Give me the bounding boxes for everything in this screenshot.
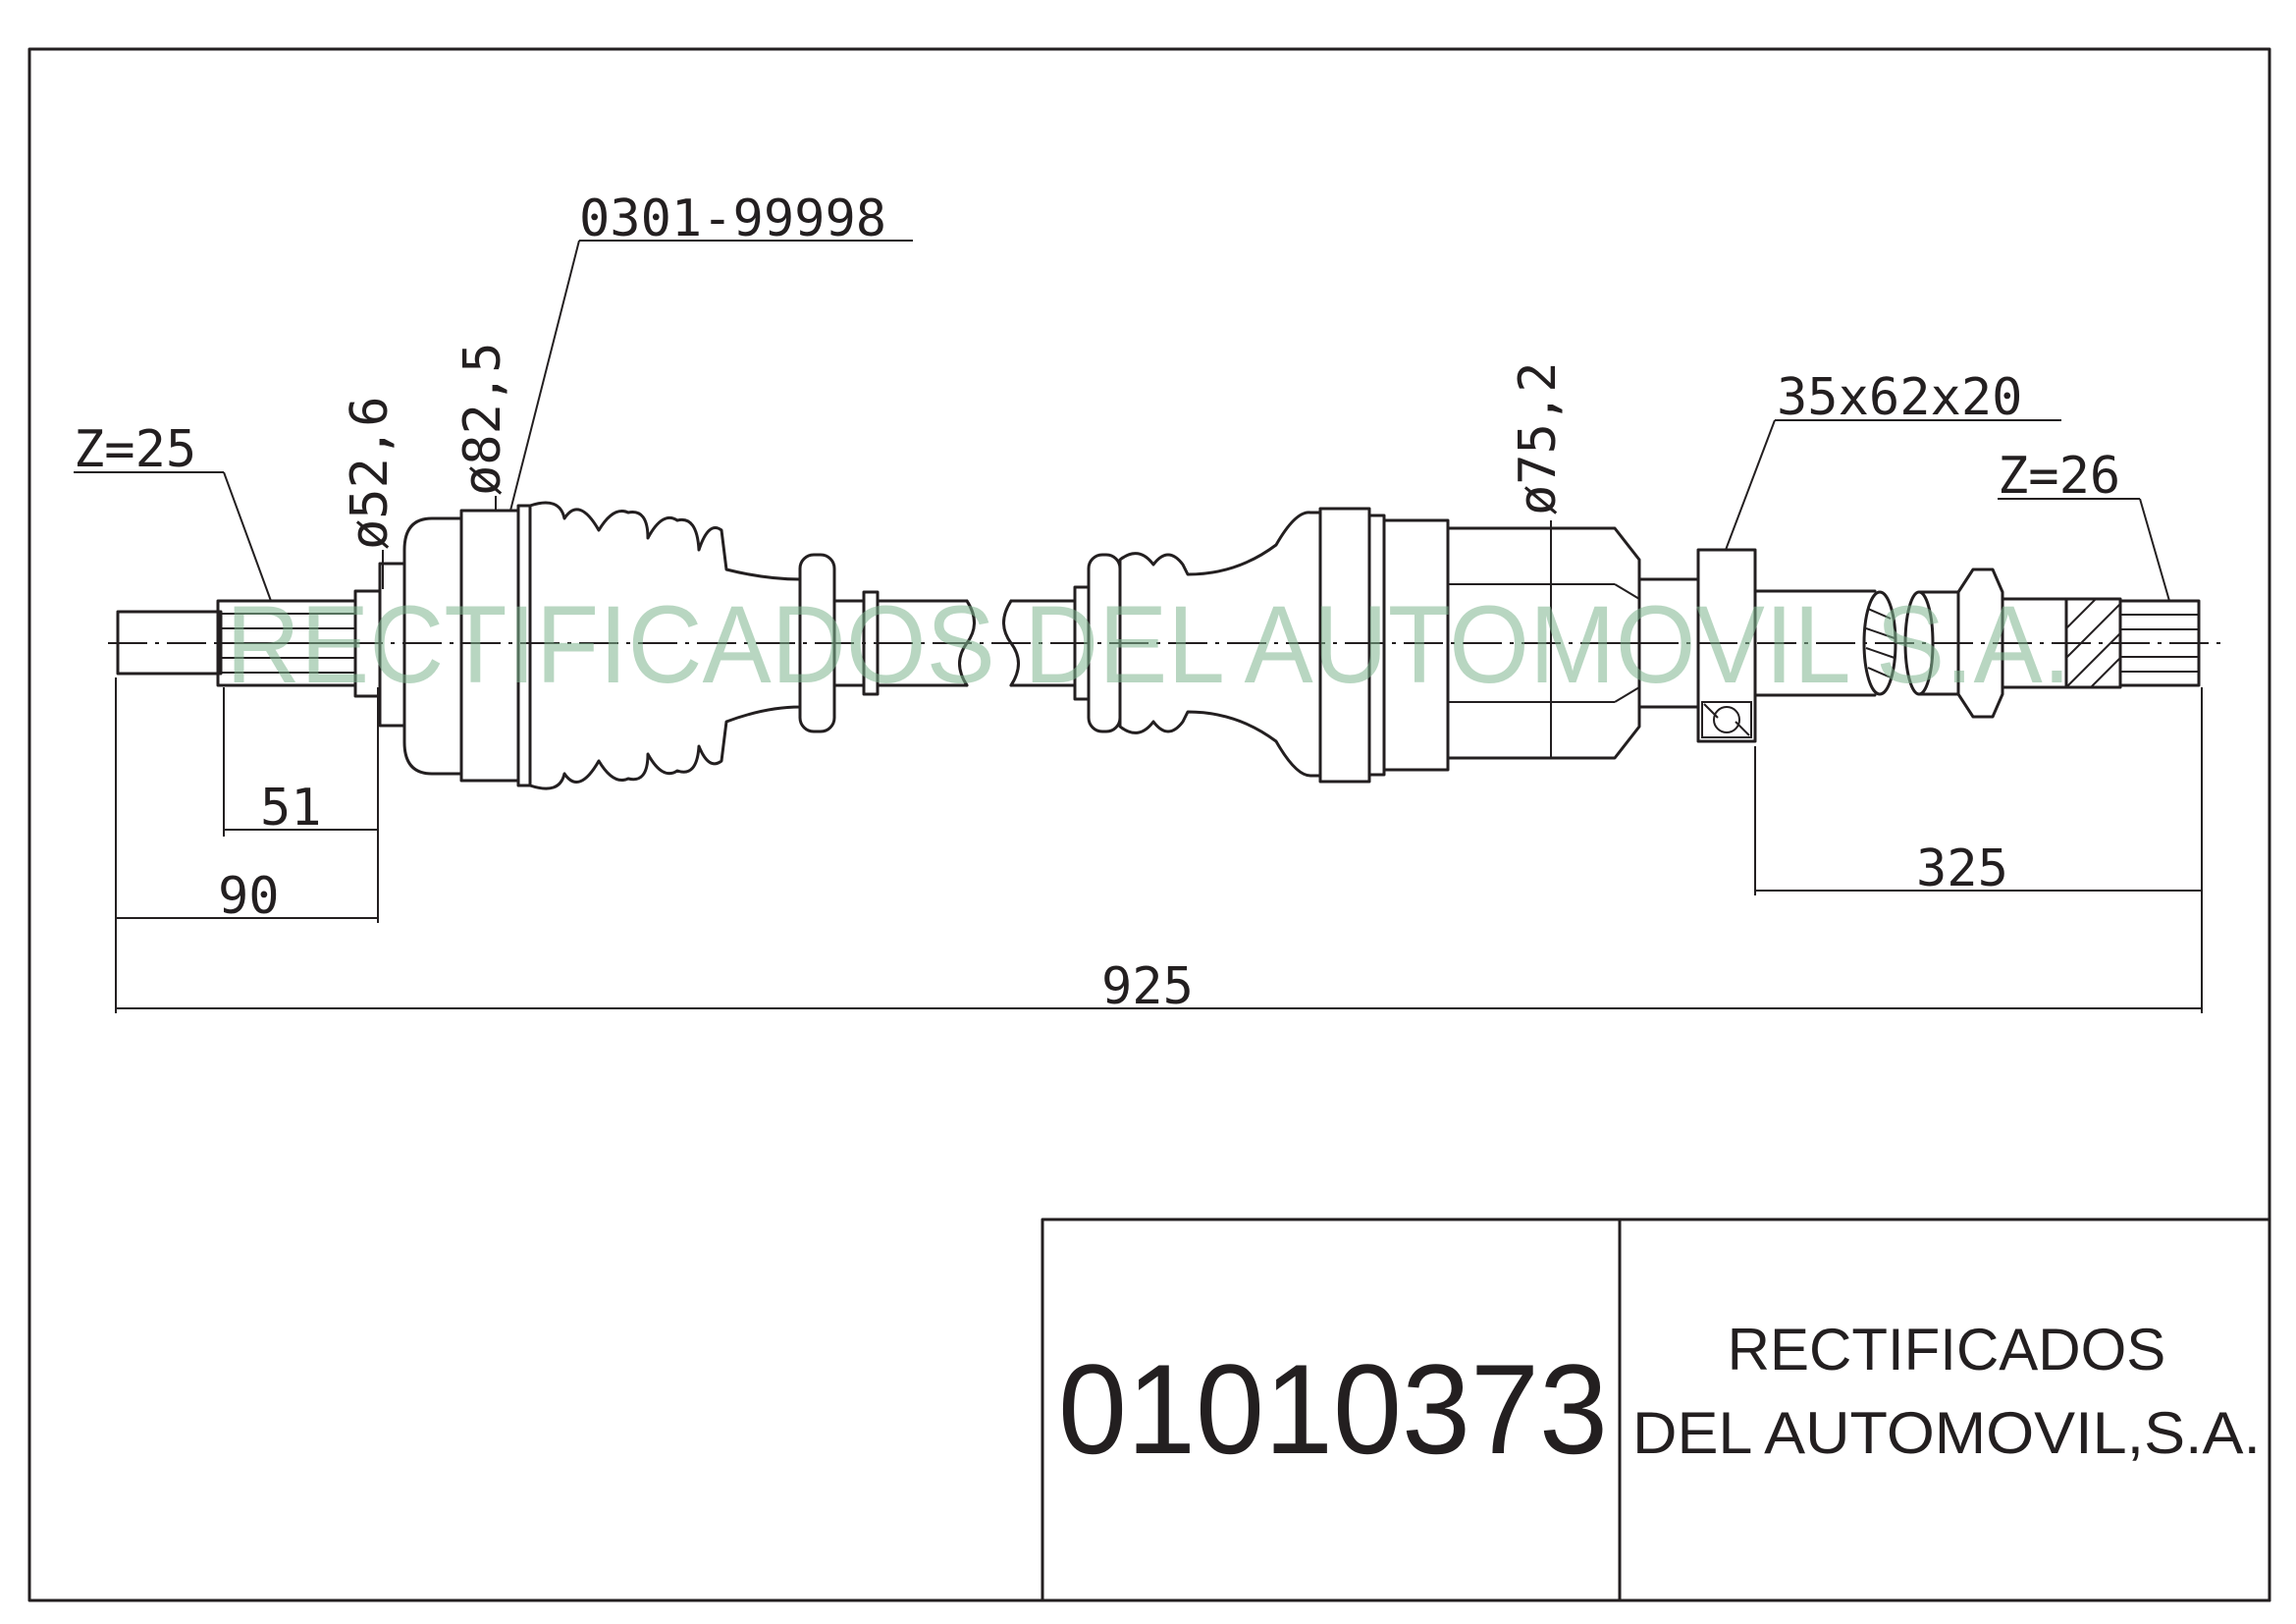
label-dia-large: ø82,5 (454, 342, 512, 496)
title-block (1041, 1218, 2271, 1602)
company-line-2: DEL AUTOMOVIL,S.A. (1632, 1400, 2261, 1466)
annotation-leaders (74, 240, 2170, 758)
company-line-1: RECTIFICADOS (1728, 1317, 2166, 1382)
part-number: 01010373 (1058, 1337, 1608, 1481)
label-dia-small: ø52,6 (341, 396, 400, 550)
outer-cv-joint (116, 501, 976, 790)
label-spline-left: Z=25 (74, 420, 196, 479)
dim-925: 925 (1101, 957, 1194, 1016)
label-part-ref: 0301-99998 (579, 189, 886, 248)
watermark: RECTIFICADOS DEL AUTOMOVIL S.A. (226, 583, 2071, 706)
inner-tripod-joint (1002, 507, 2201, 784)
dim-51: 51 (260, 779, 322, 838)
dim-90: 90 (218, 867, 280, 926)
dim-325: 325 (1916, 839, 2008, 898)
dimension-lines (115, 677, 2203, 1013)
label-dia-right: ø75,2 (1509, 361, 1568, 515)
label-bearing: 35x62x20 (1777, 368, 2022, 427)
bearing-symbol (1701, 701, 1752, 738)
label-spline-right: Z=26 (1998, 447, 2120, 506)
